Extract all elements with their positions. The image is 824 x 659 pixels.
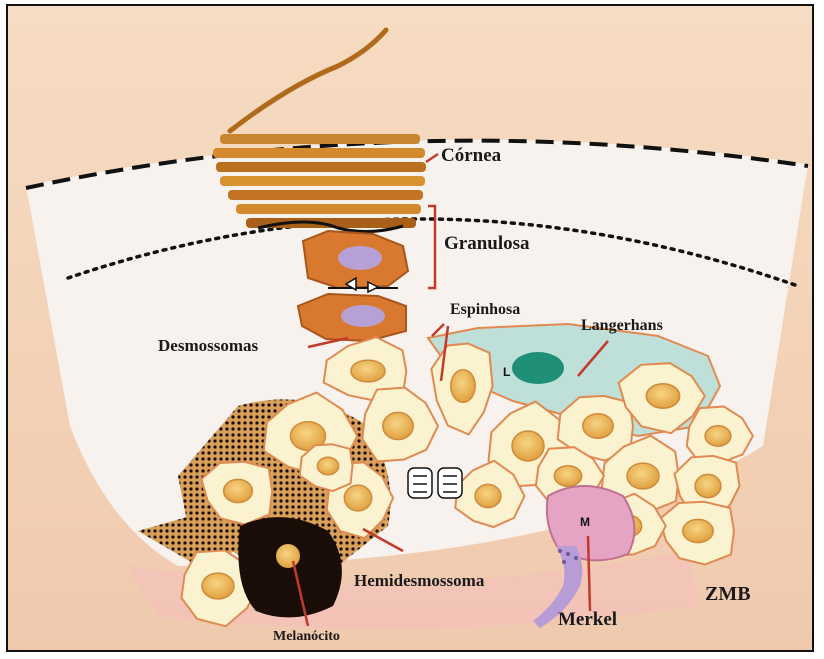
keratinocyte-nucleus (351, 360, 385, 382)
keratinocyte-nucleus (383, 412, 413, 439)
langerhans-mark: L (503, 365, 510, 379)
keratinocyte-nucleus (451, 370, 475, 403)
label-merkel: Merkel (558, 610, 617, 629)
keratinocyte-nucleus (705, 426, 731, 446)
langerhans-nucleus (512, 352, 564, 384)
skin-diagram: L M (8, 6, 814, 652)
melanocyte-nucleus (276, 544, 300, 568)
keratinocyte-nucleus (646, 384, 679, 408)
label-desmossomas: Desmossomas (158, 337, 258, 354)
merkel-mark: M (580, 515, 590, 529)
keratinocyte-nucleus (202, 573, 234, 599)
keratinocyte-nucleus (554, 466, 581, 486)
keratinocyte-nucleus (683, 519, 713, 542)
label-granulosa: Granulosa (444, 234, 530, 253)
label-melanocito: Melanócito (273, 630, 340, 644)
keratinocyte-nucleus (512, 431, 544, 461)
diagram-frame: L M Córnea Granulosa Espinhosa Desmossom… (6, 4, 814, 652)
keratinocyte-nucleus (695, 474, 721, 497)
keratinocyte-nucleus (317, 457, 338, 475)
label-zmb: ZMB (705, 584, 751, 604)
label-cornea: Córnea (441, 146, 501, 165)
keratinocyte-nucleus (475, 484, 501, 507)
label-espinhosa: Espinhosa (450, 302, 520, 318)
label-hemidesmossoma: Hemidesmossoma (354, 572, 484, 589)
keratinocyte-nucleus (583, 414, 613, 438)
keratinocyte-nucleus (344, 485, 371, 511)
label-langerhans: Langerhans (581, 318, 663, 334)
keratinocyte-nucleus (627, 463, 659, 489)
keratinocyte-nucleus (224, 479, 253, 502)
